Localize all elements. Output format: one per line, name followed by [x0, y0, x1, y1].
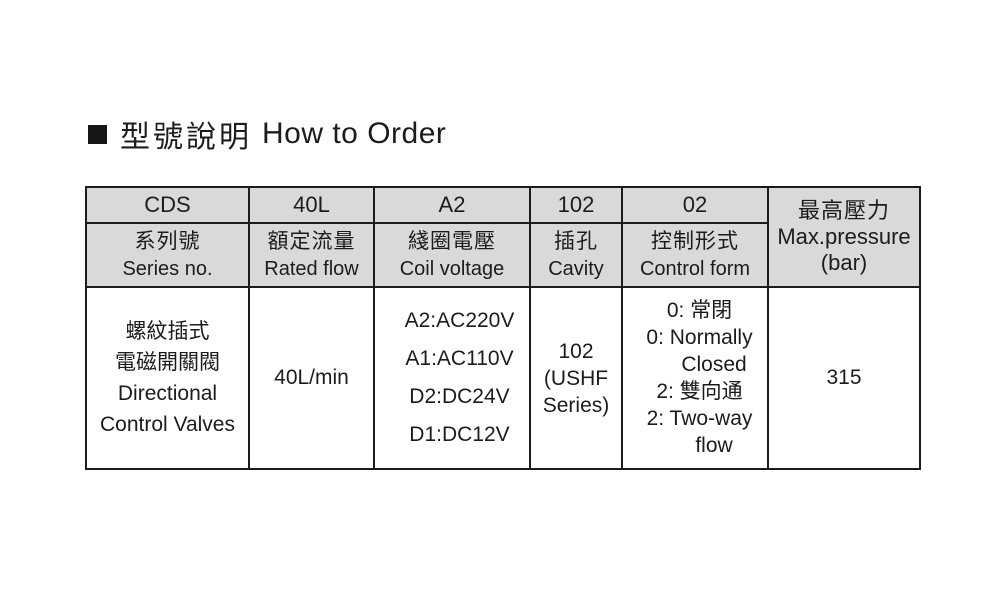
series-line: Directional	[117, 382, 218, 405]
max-pressure-label-en: Max.pressure	[777, 224, 911, 249]
voltage-option: D2:DC24V	[409, 385, 510, 408]
control-form-label-zh: 控制形式	[651, 230, 739, 253]
coil-voltage-label-zh: 綫圈電壓	[408, 230, 496, 253]
header-cell-control-form: 控制形式 Control form	[621, 222, 769, 288]
cavity-line: (USHF	[543, 366, 609, 390]
black-square-bullet-icon	[88, 124, 107, 144]
coil-voltage-label-en: Coil voltage	[399, 258, 505, 280]
how-to-order-table: CDS 40L A2 102 02 最高壓力 Max.pressure (bar…	[85, 186, 921, 470]
control-form-option: 0: Normally	[646, 326, 753, 349]
page-title-en: How to Order	[262, 117, 447, 150]
page-title-zh: 型號說明	[120, 121, 252, 154]
control-form-option: 2: 雙向通	[656, 380, 743, 403]
series-label-zh: 系列號	[134, 230, 201, 253]
series-label-en: Series no.	[122, 258, 213, 280]
cavity-label-en: Cavity	[548, 258, 604, 280]
control-form-option: Closed	[681, 353, 747, 376]
page-title: 型號說明 How to Order	[88, 112, 446, 156]
max-pressure-unit: (bar)	[820, 250, 868, 275]
code-row: CDS 40L A2 102 02 最高壓力 Max.pressure (bar…	[85, 186, 921, 288]
header-cell-coil-voltage: 綫圈電壓 Coil voltage	[373, 222, 531, 288]
header-cell-max-pressure: 最高壓力 Max.pressure (bar)	[767, 186, 921, 288]
series-line: Control Valves	[99, 413, 235, 436]
body-cell-cavity: 102 (USHF Series)	[529, 286, 623, 470]
control-form-option: flow	[695, 434, 733, 457]
code-cell-series: CDS	[85, 186, 250, 224]
code-cell-rated-flow: 40L	[248, 186, 375, 224]
cavity-line: Series)	[542, 393, 610, 417]
voltage-option: D1:DC12V	[409, 423, 510, 446]
voltage-option: A2:AC220V	[404, 309, 515, 332]
table-row: 螺紋插式 電磁開關閥 Directional Control Valves 40…	[85, 286, 921, 470]
header-cell-series: 系列號 Series no.	[85, 222, 250, 288]
body-cell-control-form: 0: 常閉 0: Normally Closed 2: 雙向通 2: Two-w…	[621, 286, 769, 470]
control-form-label-en: Control form	[639, 258, 751, 280]
voltage-option: A1:AC110V	[405, 347, 514, 370]
body-cell-rated-flow: 40L/min	[248, 286, 375, 470]
body-cell-series: 螺紋插式 電磁開關閥 Directional Control Valves	[85, 286, 250, 470]
cavity-line: 102	[558, 339, 594, 363]
max-pressure-label-zh: 最高壓力	[797, 198, 890, 223]
body-cell-coil-voltage: A2:AC220V A1:AC110V D2:DC24V D1:DC12V	[373, 286, 531, 470]
control-form-option: 0: 常閉	[666, 299, 733, 322]
code-cell-cavity: 102	[529, 186, 623, 224]
rated-flow-label-zh: 額定流量	[267, 230, 356, 253]
cavity-label-zh: 插孔	[554, 230, 598, 253]
header-cell-cavity: 插孔 Cavity	[529, 222, 623, 288]
body-cell-max-pressure: 315	[767, 286, 921, 470]
series-line: 螺紋插式	[125, 320, 210, 343]
series-line: 電磁開關閥	[115, 351, 220, 374]
code-cell-coil-voltage: A2	[373, 186, 531, 224]
control-form-option: 2: Two-way	[646, 407, 753, 430]
label-row: 系列號 Series no. 額定流量 Rated flow 綫圈電壓 Coil…	[85, 222, 920, 288]
code-cell-control-form: 02	[621, 186, 769, 224]
header-cell-rated-flow: 額定流量 Rated flow	[248, 222, 375, 288]
rated-flow-label-en: Rated flow	[264, 258, 359, 280]
